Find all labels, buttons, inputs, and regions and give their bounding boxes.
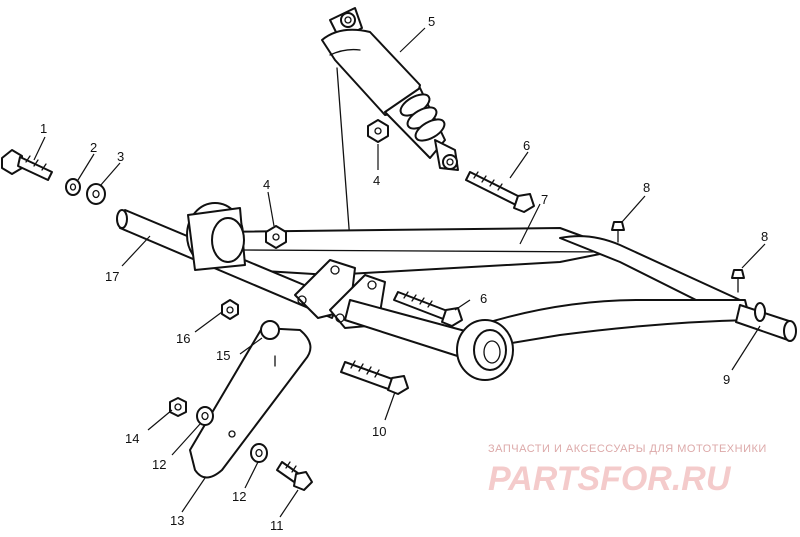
callout-7: 7: [541, 192, 548, 207]
grease-fitting: [611, 221, 625, 243]
nut-14: [169, 397, 187, 417]
bolt-shock: [465, 171, 535, 213]
callout-1: 1: [40, 121, 47, 136]
callout-6a: 6: [523, 138, 530, 153]
callout-10: 10: [372, 424, 386, 439]
callout-15: 15: [216, 348, 230, 363]
callout-12b: 12: [232, 489, 246, 504]
callout-13: 13: [170, 513, 184, 528]
bolt-1: [1, 149, 53, 181]
callout-2: 2: [90, 140, 97, 155]
bolt-bracket: [393, 291, 463, 327]
watermark-tagline: ЗАПЧАСТИ И АКСЕССУАРЫ ДЛЯ МОТОТЕХНИКИ: [488, 443, 767, 455]
callout-8a: 8: [643, 180, 650, 195]
callout-9: 9: [723, 372, 730, 387]
callouts: 1 2 3 4 4 5 6 6 7 8 8 9 10 11 12 12 13 1…: [40, 14, 768, 533]
washer-12a: [196, 406, 214, 426]
callout-4b: 4: [373, 173, 380, 188]
link-arm: [189, 320, 312, 479]
callout-8b: 8: [761, 229, 768, 244]
callout-12a: 12: [152, 457, 166, 472]
nut-shock: [367, 119, 389, 143]
callout-5: 5: [428, 14, 435, 29]
callout-11: 11: [270, 518, 284, 532]
callout-4a: 4: [263, 177, 270, 192]
washer-12b: [250, 443, 268, 463]
watermark-brand: PARTSFOR.RU: [488, 460, 732, 498]
leader-lines: [33, 27, 766, 518]
callout-3: 3: [117, 149, 124, 164]
grease-fitting: [731, 269, 745, 293]
callout-17: 17: [105, 269, 119, 284]
nut-bracket: [265, 225, 287, 249]
bolt-10: [340, 360, 409, 395]
watermark: ЗАПЧАСТИ И АКСЕССУАРЫ ДЛЯ МОТОТЕХНИКИ PA…: [488, 443, 767, 498]
washer-3: [86, 183, 106, 205]
nut-16: [221, 299, 239, 320]
lower-shaft: [344, 299, 514, 381]
cross-shaft: [116, 202, 341, 319]
callout-16: 16: [176, 331, 190, 346]
bolt-11: [276, 461, 313, 491]
callout-6b: 6: [480, 291, 487, 306]
callout-14: 14: [125, 431, 139, 446]
washer-2: [65, 178, 81, 196]
